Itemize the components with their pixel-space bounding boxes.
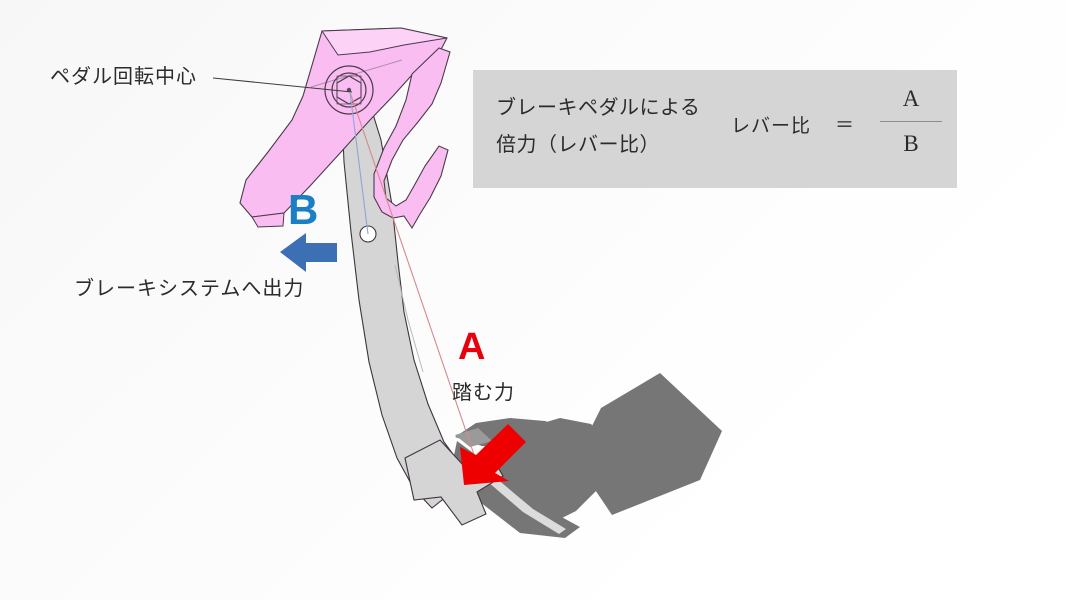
bracket-top-flange [321, 27, 448, 56]
formula-caption: ブレーキペダルによる 倍力（レバー比） [496, 90, 721, 164]
pivot-leader-line [212, 77, 353, 93]
pivot-outer-ring [324, 65, 374, 115]
fraction-numerator: A [902, 86, 920, 111]
pedal-force-label: 踏む力 [452, 382, 515, 404]
dimension-line-a [349, 91, 483, 479]
fraction-bar [880, 121, 942, 123]
lever-ratio-formula-box: ブレーキペダルによる 倍力（レバー比） レバー比 ＝ A B [473, 70, 957, 188]
leg-shape [575, 373, 722, 515]
brake-system-output-label: ブレーキシステムへ出力 [74, 278, 305, 300]
distance-a-label: A [458, 326, 486, 368]
distance-b-label: B [288, 186, 319, 233]
shoe-lace-1 [527, 423, 540, 442]
shoe-toe-highlight [455, 428, 492, 447]
arrow-down-left-icon [460, 424, 526, 485]
bracket-right-arm [373, 47, 451, 230]
lever-ratio-term: レバー比 [731, 116, 812, 137]
equals-sign: ＝ [835, 115, 855, 136]
dimension-line-b [349, 91, 369, 235]
shoe-lace-2 [546, 423, 560, 444]
arrow-left-icon [280, 233, 337, 272]
formula-caption-line1: ブレーキペダルによる [496, 97, 701, 119]
formula-caption-line2: 倍力（レバー比） [496, 134, 660, 156]
pedal-shading-line [394, 264, 424, 373]
shoe-lace-3 [565, 424, 580, 446]
bracket-lower-tab [251, 212, 285, 228]
ratio-fraction: A B [878, 82, 944, 161]
fraction-denominator: B [903, 131, 919, 157]
pedal-bracket-shape [239, 27, 451, 230]
pivot-center-label: ペダル回転中心 [50, 66, 197, 88]
